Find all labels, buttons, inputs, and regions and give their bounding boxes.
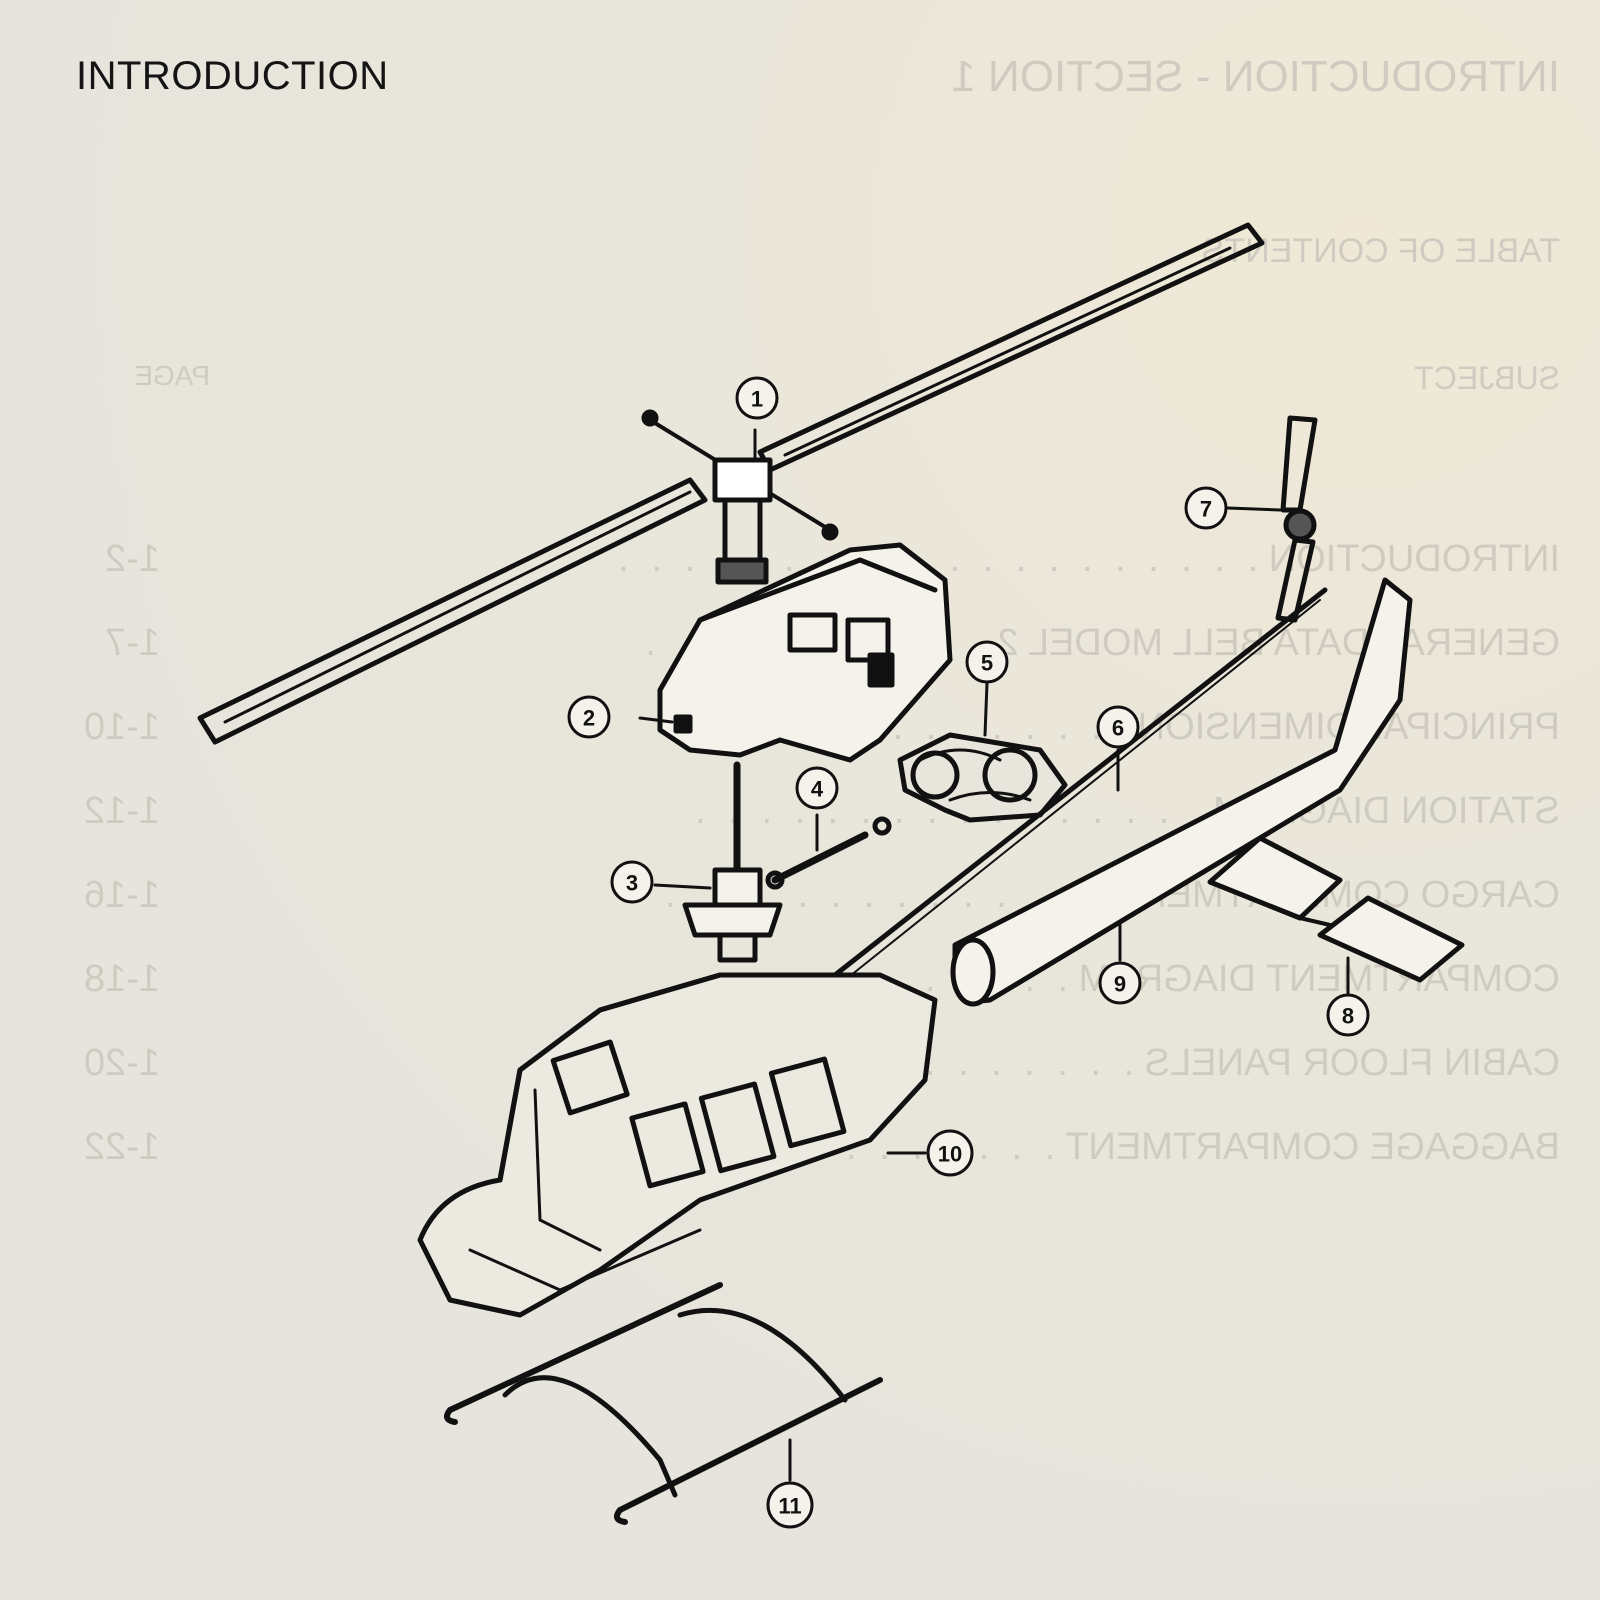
fuselage	[417, 972, 938, 1318]
callout-5: 5	[965, 640, 1009, 684]
callout-8: 8	[1326, 993, 1370, 1037]
horizontal-stabilizer	[1207, 835, 1465, 997]
svg-text:1: 1	[751, 387, 763, 412]
callout-4: 4	[795, 766, 839, 810]
callout-2: 2	[567, 695, 611, 739]
svg-text:8: 8	[1342, 1004, 1354, 1029]
svg-text:5: 5	[981, 651, 993, 676]
callout-1: 1	[735, 376, 779, 420]
svg-text:11: 11	[778, 1494, 801, 1519]
tail-rotor-driveshaft	[832, 587, 1328, 981]
callout-9: 9	[1098, 961, 1142, 1005]
callout-3: 3	[610, 860, 654, 904]
landing-gear-skids	[444, 1282, 883, 1525]
svg-text:3: 3	[626, 871, 638, 896]
svg-text:4: 4	[811, 777, 824, 802]
callout-10: 10	[926, 1129, 974, 1177]
svg-text:10: 10	[938, 1142, 962, 1167]
svg-text:9: 9	[1114, 972, 1126, 997]
svg-text:2: 2	[583, 706, 595, 731]
svg-text:7: 7	[1200, 497, 1212, 522]
tail-rotor-assembly	[1226, 415, 1318, 623]
cowling-assembly	[638, 542, 953, 763]
callout-7: 7	[1184, 486, 1228, 530]
page-title: INTRODUCTION	[76, 54, 389, 98]
transmission-assembly	[653, 761, 783, 963]
drive-shaft	[765, 813, 892, 890]
callout-markers: 1 2 3 4 5 6 7 8 9 10 11	[567, 376, 1370, 1529]
svg-text:6: 6	[1112, 716, 1124, 741]
callout-11: 11	[766, 1481, 814, 1529]
engine-assembly	[897, 681, 1068, 823]
main-rotor-assembly	[197, 222, 1265, 745]
tailboom	[950, 577, 1413, 1007]
callout-6: 6	[1096, 705, 1140, 749]
